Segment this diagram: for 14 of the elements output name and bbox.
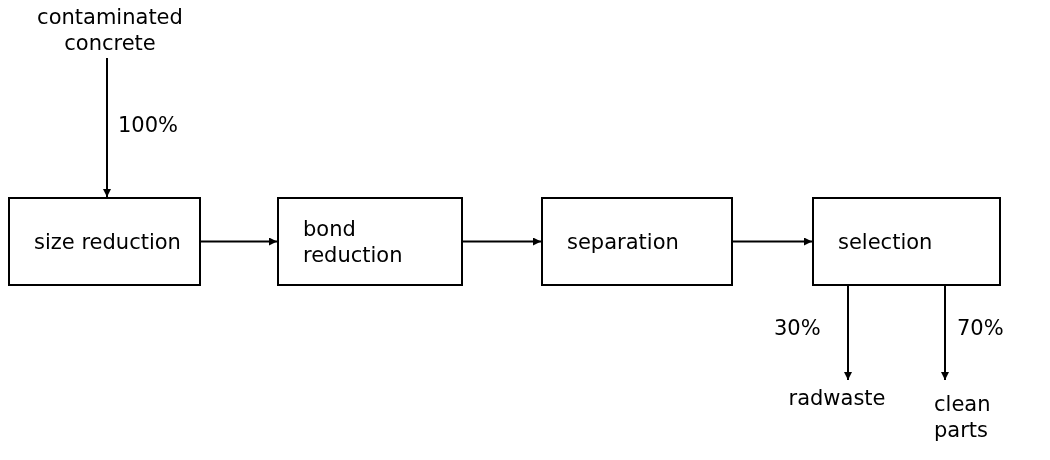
process-box	[812, 197, 1001, 286]
box-label: separation	[567, 228, 679, 255]
process-box	[277, 197, 463, 286]
box-label: size reduction	[34, 228, 181, 255]
process-box	[541, 197, 733, 286]
arrow	[200, 237, 278, 246]
arrow	[844, 285, 852, 381]
arrow	[732, 237, 813, 246]
box-label: bond reduction	[303, 215, 404, 268]
box-label: selection	[838, 228, 933, 255]
arrow	[462, 237, 542, 246]
arrow	[103, 57, 111, 198]
process-box	[8, 197, 201, 286]
arrow	[941, 285, 949, 381]
